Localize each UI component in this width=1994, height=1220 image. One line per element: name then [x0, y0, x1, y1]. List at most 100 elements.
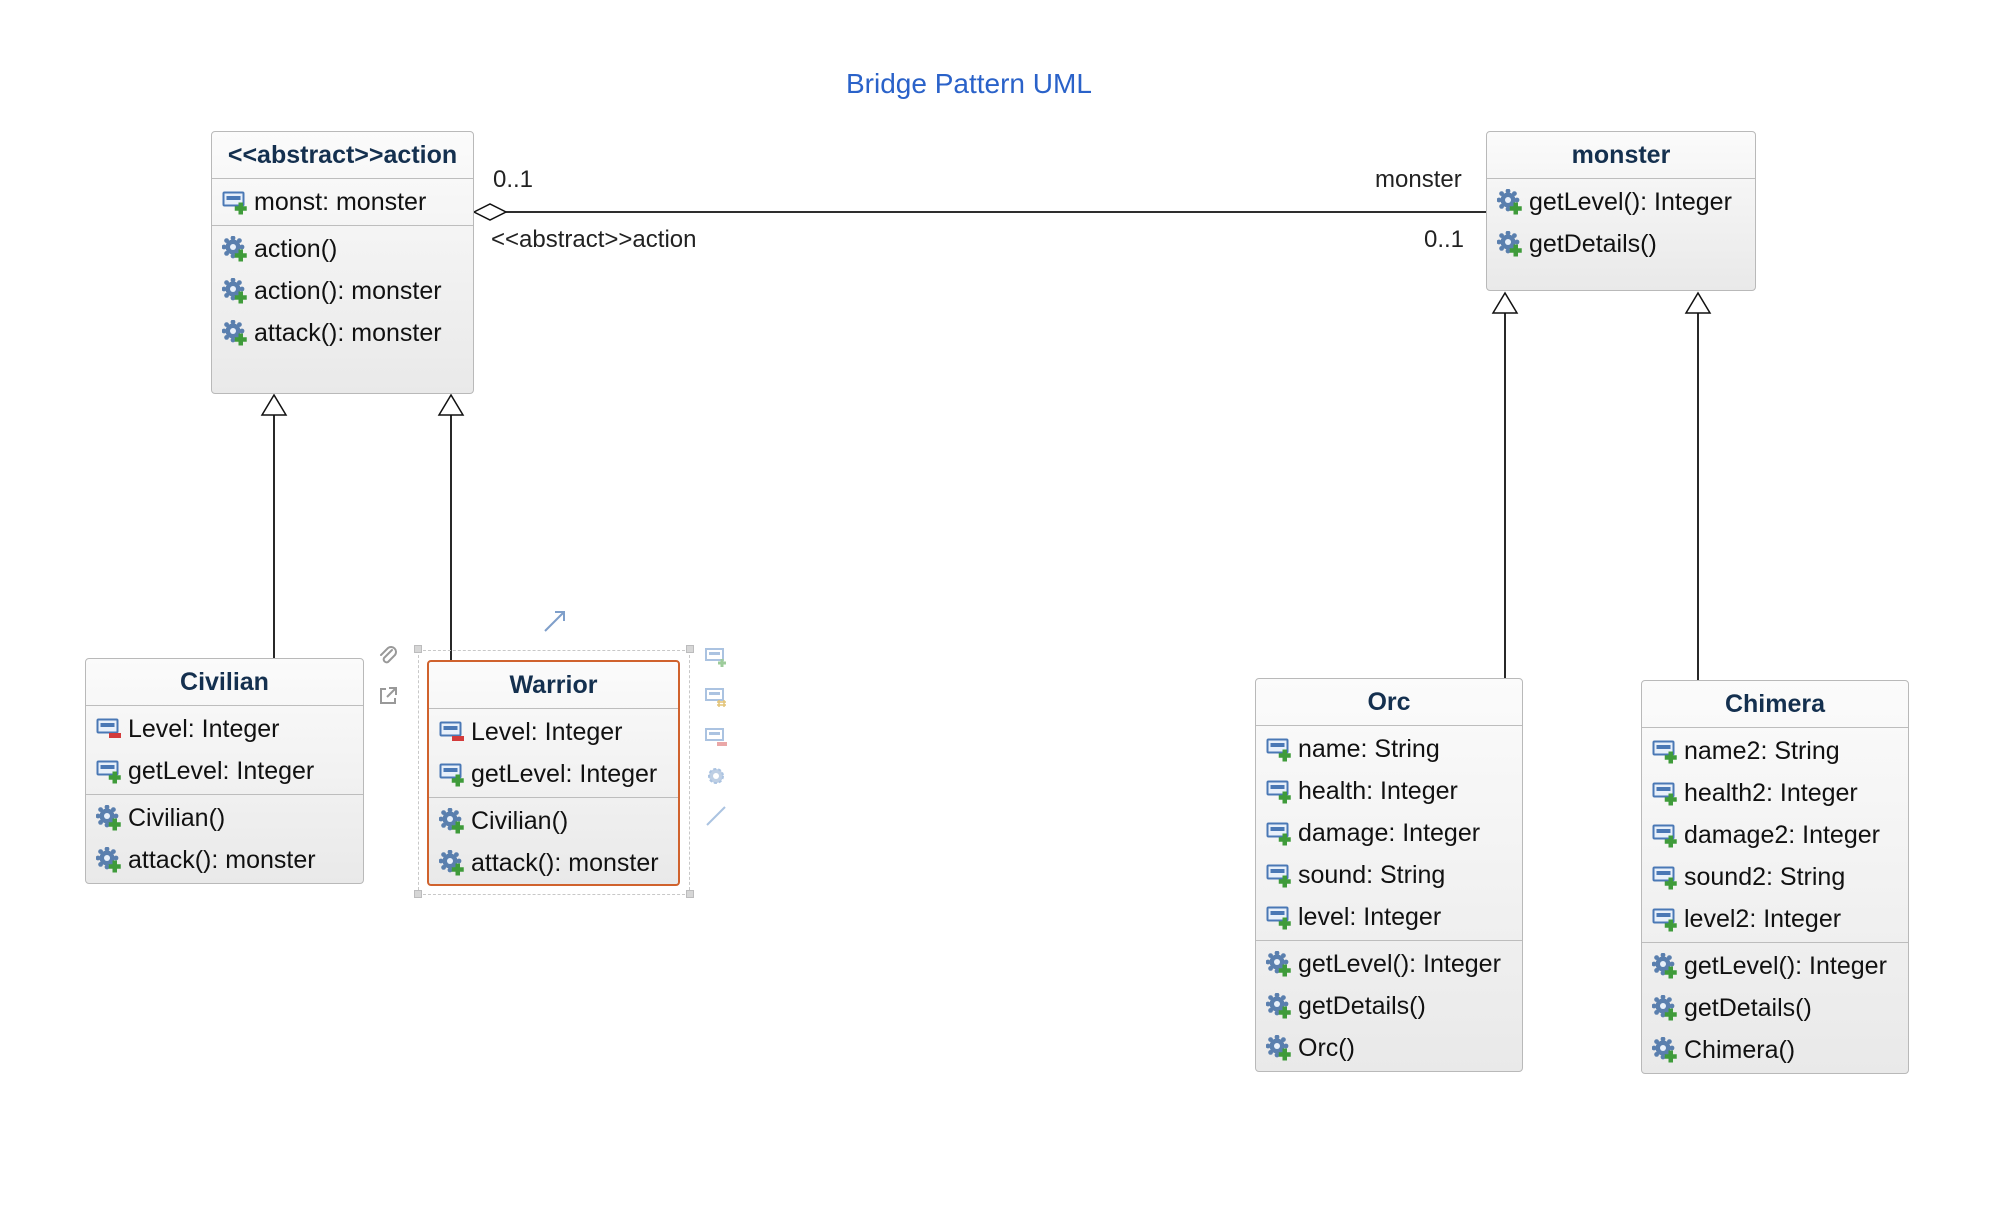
attribute-row[interactable]: damage2: Integer: [1642, 814, 1908, 856]
public-operation-icon: [1497, 189, 1522, 215]
attribute-section: Level: Integer getLevel: Integer: [429, 709, 678, 797]
class-chimera[interactable]: Chimera name2: String health2: Integer dam…: [1641, 680, 1909, 1074]
attribute-section: Level: Integer getLevel: Integer: [86, 706, 363, 794]
public-attribute-icon: [1266, 864, 1291, 888]
attribute-text: Level: Integer: [128, 714, 280, 743]
operation-text: Civilian(): [128, 803, 226, 832]
class-action[interactable]: <<abstract>>action monst: monster action…: [211, 131, 474, 394]
attribute-text: getLevel: Integer: [471, 759, 658, 788]
operation-row[interactable]: getDetails(): [1256, 985, 1522, 1027]
public-operation-icon: [439, 808, 464, 834]
operation-section: getLevel(): Integer getDetails() Chimera(): [1642, 942, 1908, 1073]
attribute-row[interactable]: Level: Integer: [86, 708, 363, 750]
attribute-text: level2: Integer: [1684, 904, 1842, 933]
generalization-civilian-arrow[interactable]: [260, 393, 288, 416]
operation-section: getLevel(): Integer getDetails(): [1487, 179, 1755, 267]
public-operation-icon: [1497, 231, 1522, 257]
attribute-text: name2: String: [1684, 736, 1840, 765]
attribute-row[interactable]: getLevel: Integer: [86, 750, 363, 792]
operation-text: getLevel(): Integer: [1684, 951, 1887, 980]
operation-row[interactable]: attack(): monster: [212, 312, 473, 354]
diagram-title: Bridge Pattern UML: [846, 68, 1092, 99]
public-operation-icon: [1266, 951, 1291, 977]
class-name: Warrior: [429, 662, 678, 709]
operation-row[interactable]: Orc(): [1256, 1027, 1522, 1069]
attribute-text: damage2: Integer: [1684, 820, 1880, 849]
attribute-row[interactable]: Level: Integer: [429, 711, 678, 753]
attribute-row[interactable]: level: Integer: [1256, 896, 1522, 938]
attribute-row[interactable]: health: Integer: [1256, 770, 1522, 812]
public-operation-icon: [1266, 1035, 1291, 1061]
resize-handle[interactable]: [414, 645, 422, 653]
operation-row[interactable]: action(): monster: [212, 270, 473, 312]
operation-row[interactable]: action(): [212, 228, 473, 270]
resize-handle[interactable]: [414, 890, 422, 898]
operation-row[interactable]: getLevel(): Integer: [1642, 945, 1908, 987]
attribute-section: monst: monster: [212, 179, 473, 225]
add-protected-attribute-icon[interactable]: [704, 684, 728, 708]
attribute-text: level: Integer: [1298, 902, 1442, 931]
operation-row[interactable]: attack(): monster: [86, 839, 363, 881]
add-public-attribute-icon[interactable]: [704, 644, 728, 668]
generalization-orc-arrow[interactable]: [1491, 291, 1519, 314]
operation-row[interactable]: getDetails(): [1642, 987, 1908, 1029]
operation-text: attack(): monster: [128, 845, 316, 874]
public-operation-icon: [96, 805, 121, 831]
attribute-text: damage: Integer: [1298, 818, 1481, 847]
operation-text: action(): monster: [254, 276, 442, 305]
public-attribute-icon: [1652, 908, 1677, 932]
operation-text: attack(): monster: [254, 318, 442, 347]
source-multiplicity: 0..1: [493, 166, 534, 193]
operation-row[interactable]: Civilian(): [429, 800, 678, 842]
resize-handle[interactable]: [686, 645, 694, 653]
attribute-row[interactable]: health2: Integer: [1642, 772, 1908, 814]
operation-row[interactable]: Civilian(): [86, 797, 363, 839]
public-attribute-icon: [1266, 738, 1291, 762]
attribute-section: name2: String health2: Integer damage2: In…: [1642, 728, 1908, 942]
attribute-text: getLevel: Integer: [128, 756, 315, 785]
operation-text: Chimera(): [1684, 1035, 1796, 1064]
operation-row[interactable]: getDetails(): [1487, 223, 1755, 265]
operation-row[interactable]: Chimera(): [1642, 1029, 1908, 1071]
generalization-warrior-arrow[interactable]: [437, 393, 465, 416]
attribute-row[interactable]: level2: Integer: [1642, 898, 1908, 940]
operation-section: getLevel(): Integer getDetails() Orc(): [1256, 940, 1522, 1071]
public-attribute-icon: [96, 760, 121, 784]
generalization-chimera-arrow[interactable]: [1684, 291, 1712, 314]
attribute-row[interactable]: damage: Integer: [1256, 812, 1522, 854]
operation-row[interactable]: getLevel(): Integer: [1487, 181, 1755, 223]
resize-handle[interactable]: [686, 890, 694, 898]
open-external-icon[interactable]: [376, 684, 400, 708]
attribute-row[interactable]: name2: String: [1642, 730, 1908, 772]
operation-section: Civilian() attack(): monster: [86, 794, 363, 883]
selection-frame: [418, 650, 690, 895]
public-attribute-icon: [1266, 822, 1291, 846]
attach-icon[interactable]: [376, 644, 400, 668]
class-name: Chimera: [1642, 681, 1908, 728]
attribute-row[interactable]: name: String: [1256, 728, 1522, 770]
attribute-row[interactable]: monst: monster: [212, 181, 473, 223]
public-attribute-icon: [439, 763, 464, 787]
class-name: Orc: [1256, 679, 1522, 726]
attribute-row[interactable]: sound2: String: [1642, 856, 1908, 898]
operation-row[interactable]: attack(): monster: [429, 842, 678, 884]
operation-text: Orc(): [1298, 1033, 1355, 1062]
attribute-row[interactable]: sound: String: [1256, 854, 1522, 896]
draw-connector-icon[interactable]: [704, 804, 728, 828]
operation-row[interactable]: getLevel(): Integer: [1256, 943, 1522, 985]
public-operation-icon: [1652, 953, 1677, 979]
attribute-row[interactable]: getLevel: Integer: [429, 753, 678, 795]
public-attribute-icon: [222, 191, 247, 215]
add-operation-icon[interactable]: [704, 764, 728, 788]
link-arrow-icon[interactable]: [544, 611, 565, 632]
operation-text: getLevel(): Integer: [1298, 949, 1501, 978]
add-private-attribute-icon[interactable]: [704, 724, 728, 748]
public-operation-icon: [96, 847, 121, 873]
aggregation-diamond[interactable]: [472, 203, 508, 221]
operation-text: getLevel(): Integer: [1529, 187, 1732, 216]
